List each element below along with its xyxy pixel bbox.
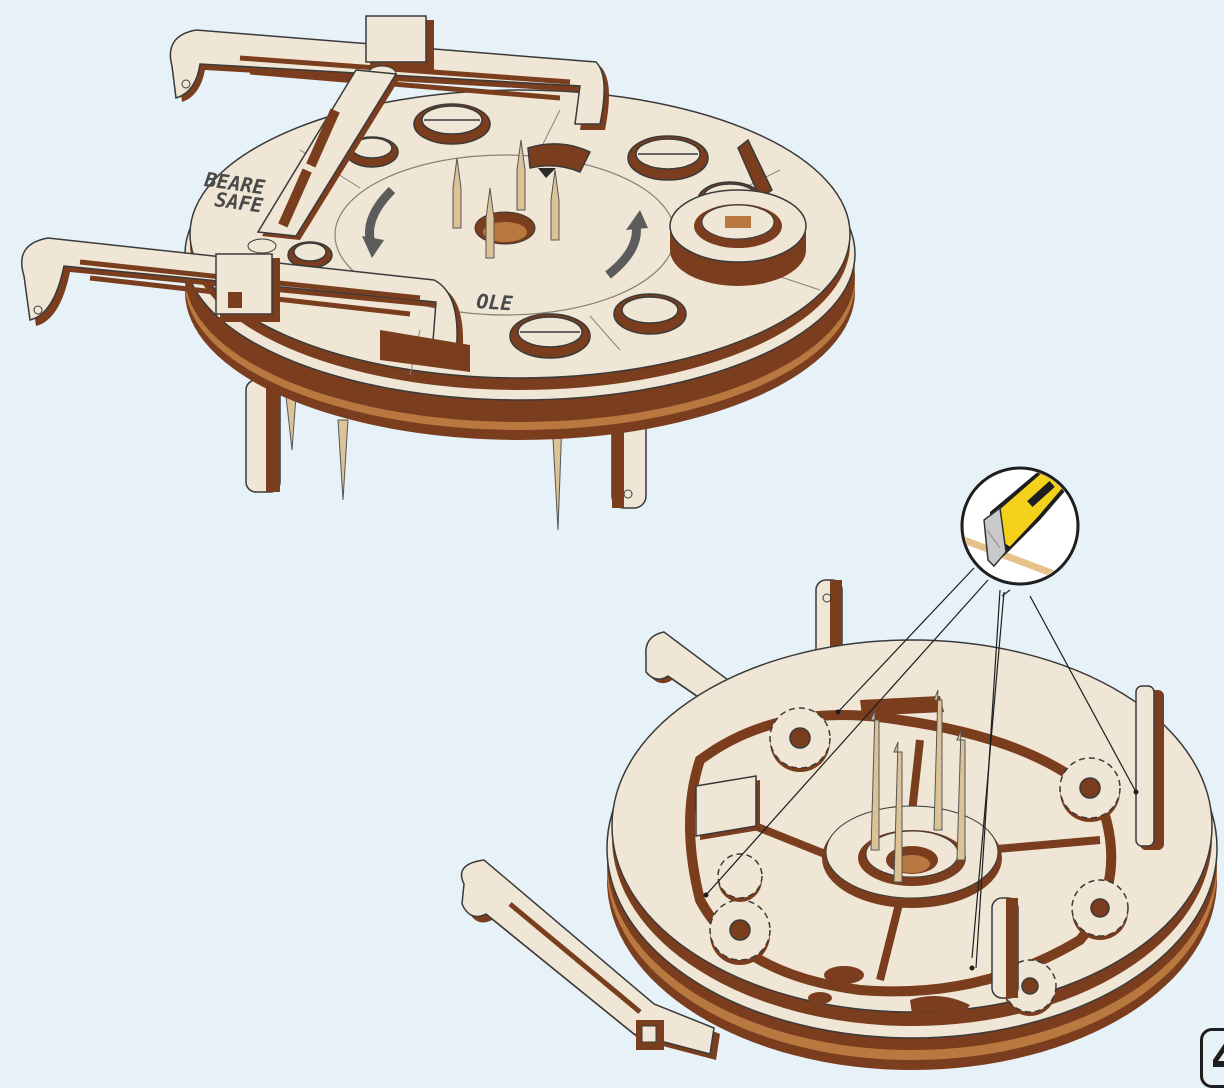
gear xyxy=(710,900,770,965)
right-wall xyxy=(1136,686,1164,850)
gear xyxy=(1072,880,1128,940)
bottom-disc-stack xyxy=(607,640,1217,1070)
disc-label-bottom: OLE xyxy=(476,289,515,316)
raised-ring xyxy=(670,190,806,286)
top-assembly: BEARE SAFE OLE xyxy=(22,16,855,530)
side-block xyxy=(696,776,760,840)
bottom-assembly xyxy=(462,580,1218,1070)
gear xyxy=(1060,758,1120,822)
step-number-badge: 4 xyxy=(1200,1028,1224,1088)
gear xyxy=(770,708,830,772)
front-post xyxy=(992,898,1018,998)
gear xyxy=(718,854,762,902)
